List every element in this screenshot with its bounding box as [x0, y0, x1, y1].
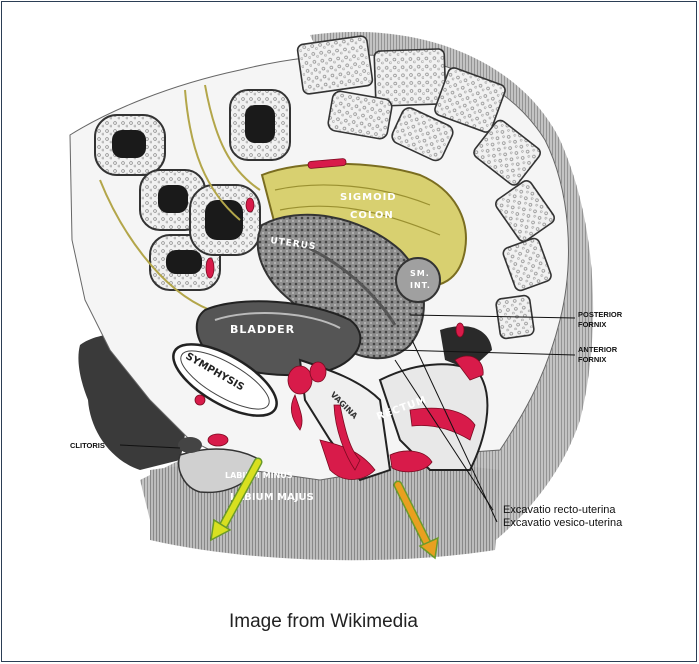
small-intestine: [396, 258, 440, 302]
label-excavatio-recto-uterina: Excavatio recto-uterina: [503, 504, 616, 516]
label-anterior-fornix-2: FORNIX: [578, 355, 606, 364]
label-sm: SM.: [410, 269, 430, 278]
label-posterior-fornix-1: POSTERIOR: [578, 310, 623, 319]
label-anterior-fornix-1: ANTERIOR: [578, 345, 618, 354]
label-clitoris: CLITORIS: [70, 441, 105, 450]
label-labium-minus: LABIUM MINUS: [225, 471, 293, 480]
label-excavatio-vesico-uterina: Excavatio vesico-uterina: [503, 517, 623, 529]
image-caption: Image from Wikimedia: [229, 611, 418, 633]
label-posterior-fornix-2: FORNIX: [578, 320, 606, 329]
label-sigmoid: SIGMOID: [340, 192, 397, 203]
label-int: INT.: [410, 281, 431, 290]
label-bladder: BLADDER: [230, 323, 295, 336]
label-colon: COLON: [350, 210, 394, 221]
